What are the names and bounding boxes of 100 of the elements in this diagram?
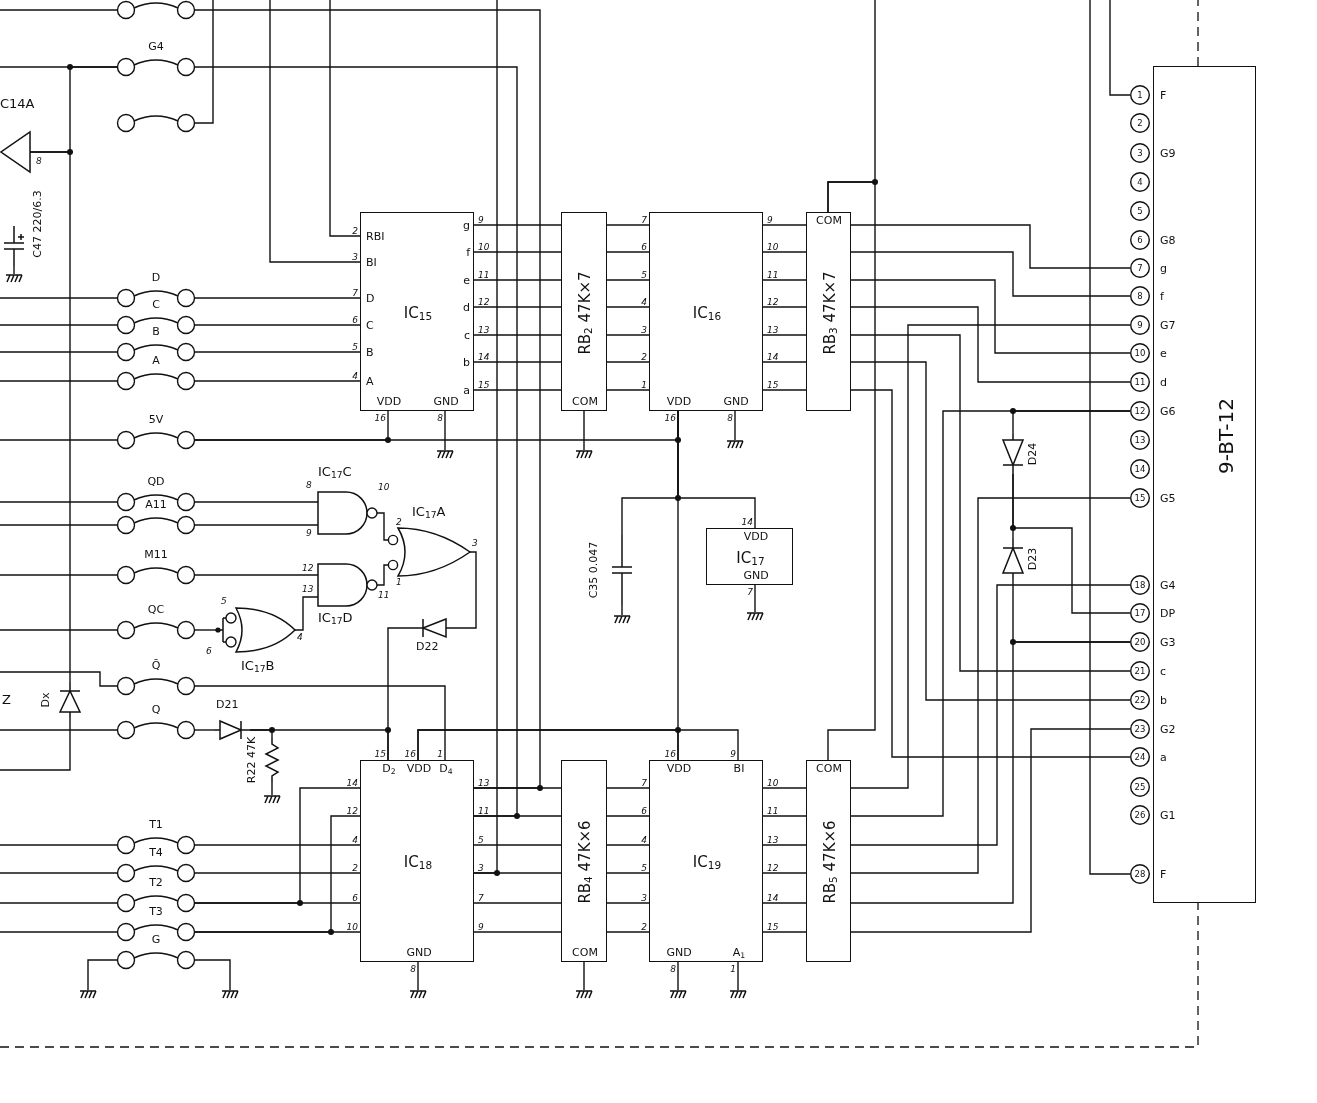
pin-number: 11 bbox=[378, 590, 390, 600]
wire bbox=[194, 959, 231, 991]
wire bbox=[762, 902, 807, 904]
wire bbox=[13, 265, 15, 275]
wire bbox=[606, 902, 650, 904]
pin-label: A$_{1}$ bbox=[732, 947, 746, 959]
pin-number: 14 bbox=[346, 778, 358, 788]
pin-number: 12 bbox=[767, 297, 779, 307]
pin-number: 22 bbox=[1134, 695, 1146, 705]
jumper-label: C bbox=[152, 299, 160, 311]
pin-number: 6 bbox=[352, 315, 358, 325]
pin-number: 2 bbox=[396, 517, 402, 527]
jumper-pads bbox=[117, 893, 195, 913]
pin-number: 8 bbox=[36, 156, 42, 166]
pin-number: 8 bbox=[670, 964, 676, 974]
pin-number: 26 bbox=[1134, 810, 1146, 820]
pin-number: 10 bbox=[378, 482, 390, 492]
wire bbox=[762, 306, 807, 308]
pin-label: G2 bbox=[1160, 724, 1176, 736]
pin-label: G9 bbox=[1160, 148, 1176, 160]
pin-number: 5 bbox=[478, 835, 484, 845]
diode-symbol bbox=[414, 619, 452, 637]
pin-number: 14 bbox=[767, 893, 779, 903]
wire bbox=[754, 584, 756, 613]
connector-pin bbox=[1130, 172, 1150, 192]
resistor-array bbox=[806, 760, 851, 962]
pin-number: 15 bbox=[767, 380, 779, 390]
wire bbox=[762, 279, 807, 281]
wire bbox=[473, 224, 562, 226]
jumper-label: T3 bbox=[149, 906, 163, 918]
wire bbox=[194, 729, 215, 731]
wire bbox=[444, 410, 446, 451]
pin-number: 9 bbox=[478, 922, 484, 932]
wire bbox=[762, 361, 807, 363]
resistor-array bbox=[806, 212, 851, 411]
wire bbox=[194, 524, 319, 526]
component-label: IC$_{17}$B bbox=[241, 658, 275, 673]
pin-number: 6 bbox=[641, 806, 647, 816]
jumper-label: T4 bbox=[149, 847, 163, 859]
component-label: D24 bbox=[1027, 442, 1039, 466]
pin-label: G7 bbox=[1160, 320, 1176, 332]
pin-number: 15 bbox=[767, 922, 779, 932]
wire bbox=[0, 931, 118, 933]
connector-pin bbox=[1130, 143, 1150, 163]
pin-number: 21 bbox=[1134, 666, 1146, 676]
pin-number: 7 bbox=[641, 778, 647, 788]
wire bbox=[194, 66, 518, 817]
capacitor-symbol bbox=[2, 226, 26, 266]
wire bbox=[606, 251, 650, 253]
connector-pin bbox=[1130, 430, 1150, 450]
pin-number: 3 bbox=[641, 893, 647, 903]
pin-label: B bbox=[366, 347, 374, 359]
pin-number: 8 bbox=[1137, 291, 1143, 301]
pin-number: 12 bbox=[478, 297, 490, 307]
logic-gate bbox=[388, 528, 470, 576]
wire bbox=[762, 224, 807, 226]
pin-number: 10 bbox=[346, 922, 358, 932]
wire bbox=[606, 872, 650, 874]
wire bbox=[850, 224, 1131, 269]
pin-label: VDD bbox=[406, 763, 432, 775]
pin-number: 12 bbox=[767, 863, 779, 873]
connector-pin bbox=[1130, 85, 1150, 105]
pin-label: RBI bbox=[366, 231, 385, 243]
wire bbox=[269, 0, 361, 263]
pin-label: g bbox=[463, 220, 470, 232]
wire bbox=[329, 0, 361, 237]
pin-number: 2 bbox=[1137, 118, 1143, 128]
pin-number: 16 bbox=[664, 413, 676, 423]
pin-number: 4 bbox=[1137, 177, 1143, 187]
component-label: IC$_{19}$ bbox=[692, 853, 722, 871]
wire bbox=[194, 0, 214, 124]
ground-symbol bbox=[437, 450, 453, 459]
pin-number: 28 bbox=[1134, 869, 1146, 879]
pin-label: GND bbox=[723, 396, 749, 408]
diode-symbol bbox=[1003, 539, 1023, 579]
wire bbox=[194, 815, 361, 933]
connector-pin bbox=[1130, 661, 1150, 681]
pin-number: 9 bbox=[306, 528, 312, 538]
jumper-pads bbox=[117, 676, 195, 696]
jumper-pads bbox=[117, 371, 195, 391]
wire bbox=[850, 324, 1131, 789]
wire bbox=[606, 224, 650, 226]
component-label: IC$_{16}$ bbox=[692, 304, 722, 321]
jumper-pads bbox=[117, 430, 195, 450]
wire bbox=[473, 931, 562, 933]
pin-number: 1 bbox=[437, 749, 443, 759]
pin-number: 11 bbox=[767, 806, 779, 816]
wire bbox=[29, 151, 71, 683]
pin-number: 10 bbox=[767, 778, 779, 788]
pin-label: f bbox=[1160, 291, 1164, 303]
wire bbox=[379, 564, 389, 586]
wire bbox=[606, 787, 650, 789]
pin-number: 7 bbox=[641, 215, 647, 225]
connector-pin bbox=[1130, 315, 1150, 335]
wire bbox=[194, 501, 319, 503]
wire bbox=[0, 902, 118, 904]
pin-label: d bbox=[463, 302, 470, 314]
wire bbox=[0, 380, 118, 382]
component-label: IC$_{15}$ bbox=[403, 304, 433, 321]
wire bbox=[1012, 578, 1131, 643]
